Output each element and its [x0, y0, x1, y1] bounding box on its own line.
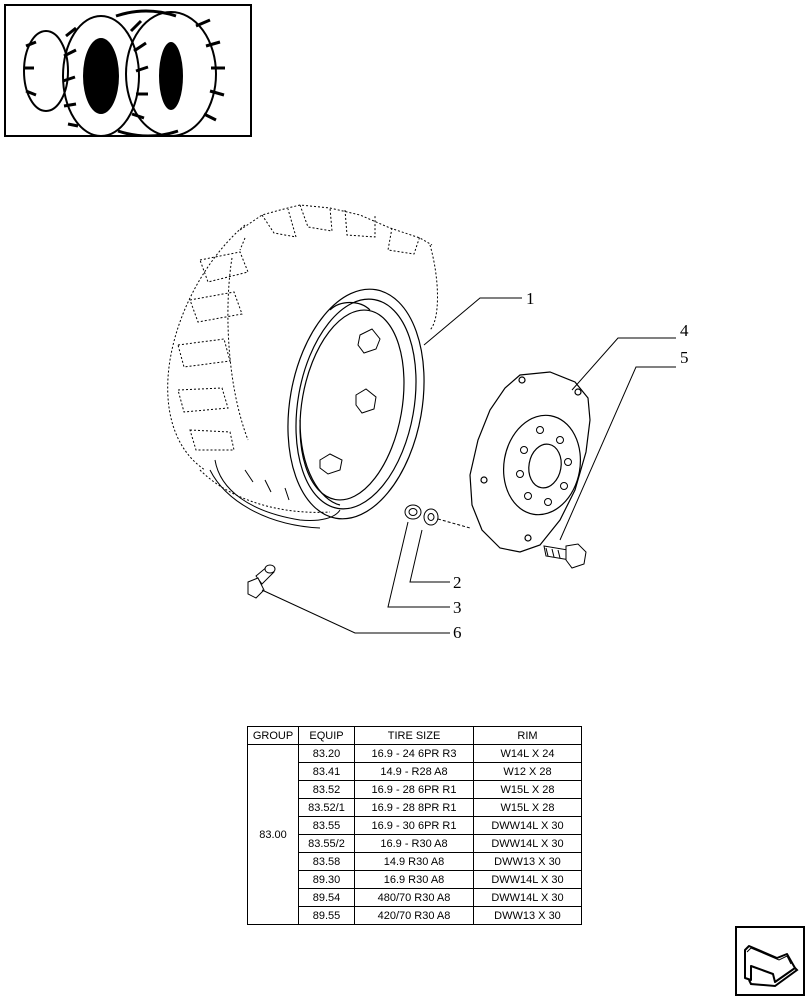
rim-cell: DWW14L X 30: [473, 834, 582, 853]
tire-cell: 480/70 R30 A8: [354, 888, 474, 907]
group-cell: 83.00: [247, 744, 299, 925]
equip-cell: 83.52/1: [298, 798, 355, 817]
table-header-row: GROUP EQUIP TIRE SIZE RIM: [247, 726, 582, 745]
tire-valve: [247, 564, 276, 599]
equip-cell: 83.55: [298, 816, 355, 835]
rim-cell: W14L X 24: [473, 744, 582, 763]
washer: [423, 508, 439, 526]
rim-cell: DWW14L X 30: [473, 870, 582, 889]
rim-cell: W15L X 28: [473, 780, 582, 799]
equip-cell: 83.41: [298, 762, 355, 781]
header-tire-size: TIRE SIZE: [354, 726, 474, 745]
rim-cell: DWW13 X 30: [473, 852, 582, 871]
thumbnail-image: [4, 4, 252, 137]
table-row: 83.55 16.9 - 30 6PR R1 DWW14L X 30: [248, 816, 582, 835]
callout-3: 3: [453, 598, 462, 617]
table-row: 89.30 16.9 R30 A8 DWW14L X 30: [248, 870, 582, 889]
leader-lines: [261, 297, 676, 634]
equip-cell: 83.55/2: [298, 834, 355, 853]
tire-cell: 16.9 - R30 A8: [354, 834, 474, 853]
header-group: GROUP: [247, 726, 299, 745]
disc-bolt-holes: [516, 426, 572, 506]
table-row: 83.41 14.9 - R28 A8 W12 X 28: [248, 762, 582, 781]
table-row: 83.52 16.9 - 28 6PR R1 W15L X 28: [248, 780, 582, 799]
tire-outline: [167, 204, 438, 513]
tire-bottom: [209, 459, 341, 529]
tire-cell: 420/70 R30 A8: [354, 906, 474, 925]
rim-cell: DWW13 X 30: [473, 906, 582, 925]
tire-cell: 14.9 R30 A8: [354, 852, 474, 871]
table-row: 89.55 420/70 R30 A8 DWW13 X 30: [248, 906, 582, 925]
callout-6: 6: [453, 623, 462, 642]
equip-cell: 83.52: [298, 780, 355, 799]
tire-cell: 16.9 - 28 6PR R1: [354, 780, 474, 799]
table-row: 83.55/2 16.9 - R30 A8 DWW14L X 30: [248, 834, 582, 853]
callout-5: 5: [680, 348, 689, 367]
table-row: 83.58 14.9 R30 A8 DWW13 X 30: [248, 852, 582, 871]
equip-cell: 83.20: [298, 744, 355, 763]
callout-2: 2: [453, 573, 462, 592]
rim-cell: W12 X 28: [473, 762, 582, 781]
tire-rim-table: GROUP EQUIP TIRE SIZE RIM 83.00 83.20 16…: [247, 726, 582, 925]
rim-cell: DWW14L X 30: [473, 816, 582, 835]
equip-cell: 89.55: [298, 906, 355, 925]
equip-cell: 89.54: [298, 888, 355, 907]
next-page-arrow-icon: [744, 945, 799, 988]
table-row: 89.54 480/70 R30 A8 DWW14L X 30: [248, 888, 582, 907]
rim-mounting-lugs: [319, 328, 381, 475]
equip-cell: 89.30: [298, 870, 355, 889]
tractor-wheels-thumbnail-icon: [23, 9, 225, 135]
header-rim: RIM: [473, 726, 582, 745]
rim-cell: W15L X 28: [473, 798, 582, 817]
rim-cell: DWW14L X 30: [473, 888, 582, 907]
equip-cell: 83.58: [298, 852, 355, 871]
tire-cell: 14.9 - R28 A8: [354, 762, 474, 781]
callout-4: 4: [680, 321, 689, 340]
wheel-nut: [404, 504, 422, 520]
callout-1: 1: [526, 289, 535, 308]
wheel-bolt: [543, 543, 587, 569]
next-page-button[interactable]: [735, 926, 805, 996]
rim: [287, 288, 425, 520]
tire-cell: 16.9 - 28 8PR R1: [354, 798, 474, 817]
tire-cell: 16.9 - 24 6PR R3: [354, 744, 474, 763]
header-equip: EQUIP: [298, 726, 355, 745]
tire-cell: 16.9 - 30 6PR R1: [354, 816, 474, 835]
tire-cell: 16.9 R30 A8: [354, 870, 474, 889]
wheel-assembly-diagram: [167, 204, 676, 634]
table-row: 83.00 83.20 16.9 - 24 6PR R3 W14L X 24: [247, 744, 582, 925]
wheel-disc: [469, 371, 591, 553]
table-row: 83.52/1 16.9 - 28 8PR R1 W15L X 28: [248, 798, 582, 817]
